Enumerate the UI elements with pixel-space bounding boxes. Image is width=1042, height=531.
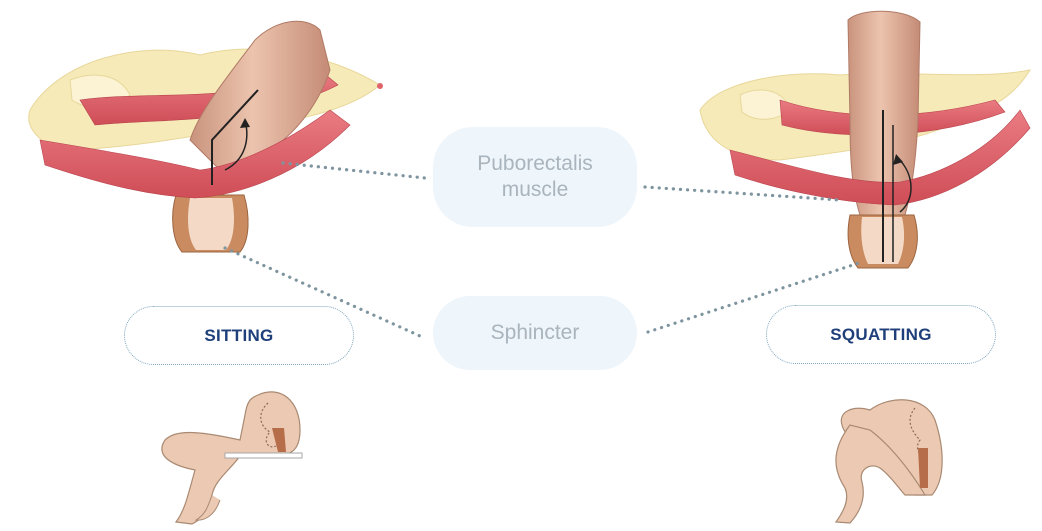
sitting-position-label: SITTING bbox=[124, 306, 354, 365]
sphincter-label-text: Sphincter bbox=[491, 320, 580, 346]
squatting-anatomy bbox=[700, 11, 1030, 268]
squatting-figure bbox=[836, 400, 942, 523]
squatting-position-label: SQUATTING bbox=[766, 305, 996, 364]
sitting-figure bbox=[162, 392, 302, 524]
sitting-position-text: SITTING bbox=[204, 326, 273, 346]
squatting-position-text: SQUATTING bbox=[830, 325, 932, 345]
sitting-seat bbox=[225, 453, 302, 458]
sitting-anatomy bbox=[29, 21, 383, 252]
puborectalis-label: Puborectalis muscle bbox=[433, 127, 637, 227]
sphincter-label: Sphincter bbox=[433, 296, 637, 370]
connector-puborectalis-left bbox=[283, 163, 425, 178]
puborectalis-label-text: Puborectalis muscle bbox=[460, 151, 610, 203]
